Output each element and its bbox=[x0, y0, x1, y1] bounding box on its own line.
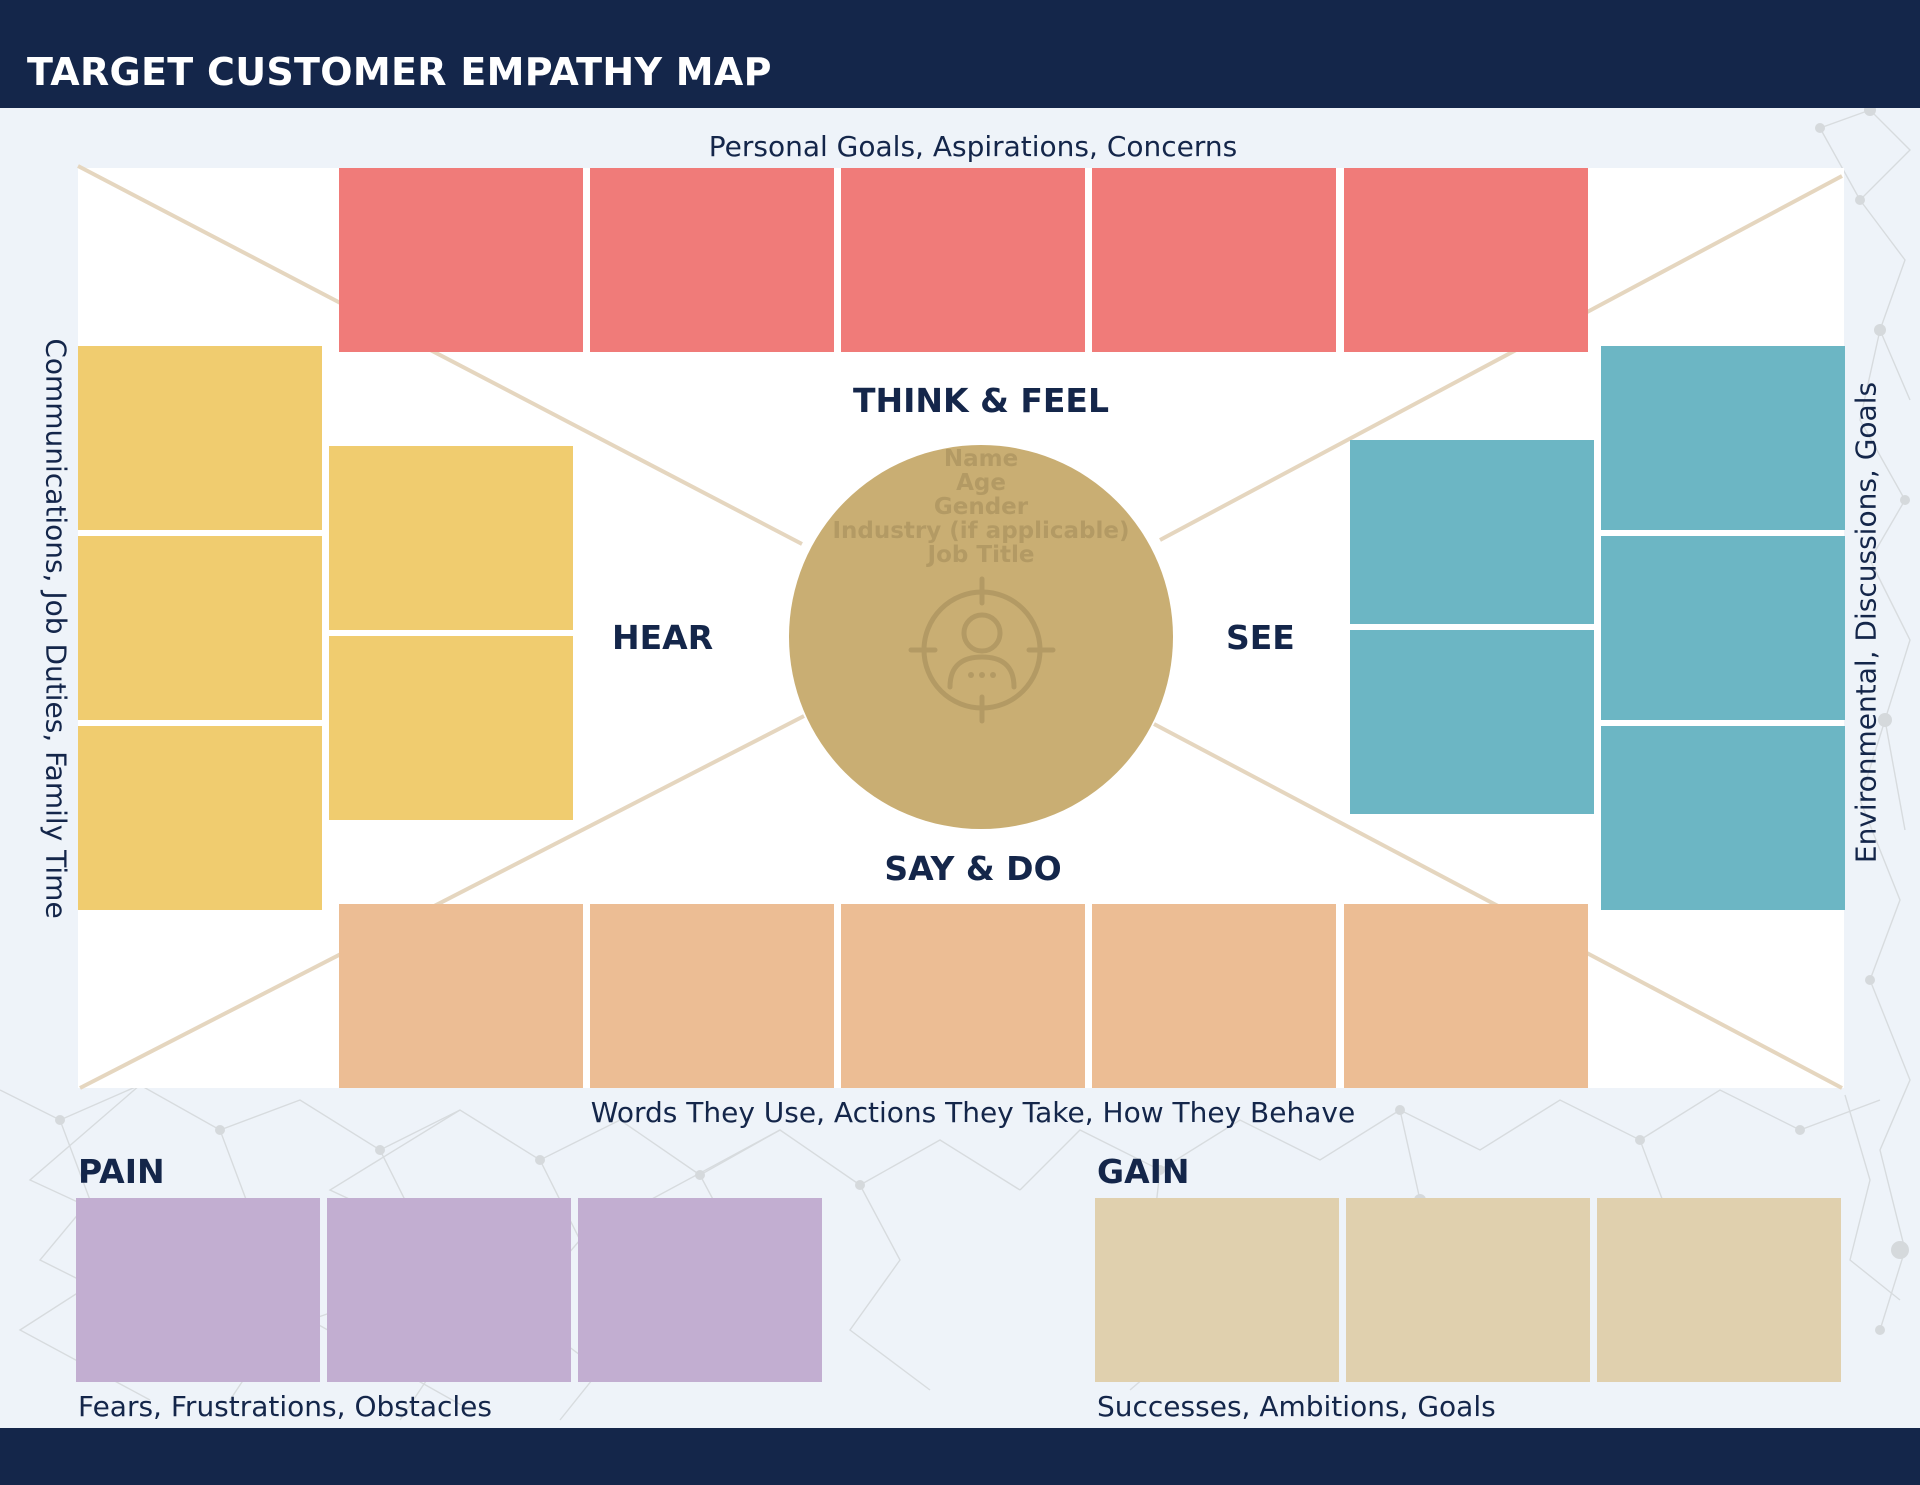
think-feel-note[interactable] bbox=[1344, 168, 1588, 352]
persona-job-title-field[interactable]: Job Title bbox=[927, 542, 1035, 568]
think-feel-note[interactable] bbox=[590, 168, 834, 352]
see-note[interactable] bbox=[1601, 726, 1845, 910]
persona-circle bbox=[789, 445, 1173, 829]
say-do-caption: Words They Use, Actions They Take, How T… bbox=[590, 1096, 1356, 1129]
gain-note[interactable] bbox=[1597, 1198, 1841, 1382]
see-note[interactable] bbox=[1601, 346, 1845, 530]
gain-note[interactable] bbox=[1346, 1198, 1590, 1382]
pain-note[interactable] bbox=[76, 1198, 320, 1382]
header-bar: TARGET CUSTOMER EMPATHY MAP bbox=[0, 0, 1920, 108]
say-do-note[interactable] bbox=[339, 904, 583, 1088]
page-title: TARGET CUSTOMER EMPATHY MAP bbox=[27, 50, 772, 94]
think-feel-label: THINK & FEEL bbox=[852, 381, 1109, 420]
hear-note[interactable] bbox=[78, 536, 322, 720]
persona-fields: Name Age Gender Industry (if applicable)… bbox=[789, 447, 1173, 567]
gain-caption: Successes, Ambitions, Goals bbox=[1097, 1390, 1496, 1423]
think-feel-note[interactable] bbox=[339, 168, 583, 352]
hear-note[interactable] bbox=[329, 636, 573, 820]
hear-label: HEAR bbox=[612, 618, 714, 657]
persona-age-field[interactable]: Age bbox=[956, 470, 1006, 496]
persona-name-field[interactable]: Name bbox=[943, 446, 1019, 472]
see-note[interactable] bbox=[1350, 630, 1594, 814]
persona-gender-field[interactable]: Gender bbox=[933, 494, 1029, 520]
pain-label: PAIN bbox=[78, 1152, 165, 1191]
hear-note[interactable] bbox=[78, 726, 322, 910]
say-do-note[interactable] bbox=[590, 904, 834, 1088]
think-feel-note[interactable] bbox=[841, 168, 1085, 352]
think-feel-caption: Personal Goals, Aspirations, Concerns bbox=[708, 130, 1238, 163]
gain-note[interactable] bbox=[1095, 1198, 1339, 1382]
footer-bar bbox=[0, 1428, 1920, 1485]
pain-note[interactable] bbox=[578, 1198, 822, 1382]
say-do-note[interactable] bbox=[841, 904, 1085, 1088]
pain-caption: Fears, Frustrations, Obstacles bbox=[78, 1390, 492, 1423]
see-label: SEE bbox=[1226, 618, 1295, 657]
see-note[interactable] bbox=[1601, 536, 1845, 720]
say-do-note[interactable] bbox=[1092, 904, 1336, 1088]
see-note[interactable] bbox=[1350, 440, 1594, 624]
say-do-note[interactable] bbox=[1344, 904, 1588, 1088]
hear-note[interactable] bbox=[329, 446, 573, 630]
say-do-label: SAY & DO bbox=[884, 849, 1062, 888]
pain-note[interactable] bbox=[327, 1198, 571, 1382]
persona-industry-field[interactable]: Industry (if applicable) bbox=[832, 518, 1130, 544]
hear-note[interactable] bbox=[78, 346, 322, 530]
gain-label: GAIN bbox=[1097, 1152, 1190, 1191]
person-target-icon bbox=[908, 576, 1056, 724]
think-feel-note[interactable] bbox=[1092, 168, 1336, 352]
